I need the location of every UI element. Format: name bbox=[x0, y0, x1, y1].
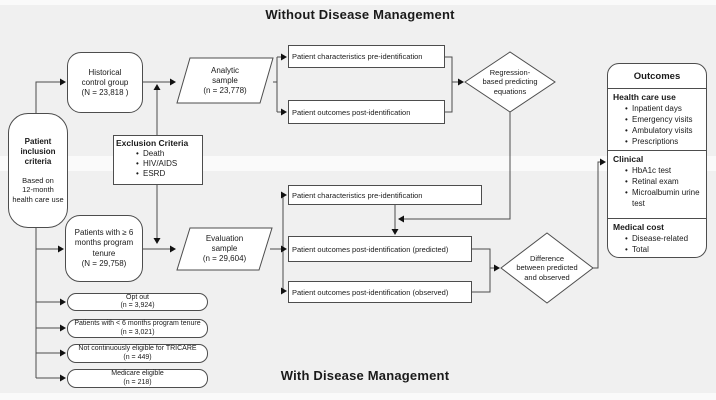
excluded-box-count: (n = 449) bbox=[123, 353, 152, 361]
patient-inclusion-criteria-node: Patient inclusion criteria Based on 12-m… bbox=[8, 113, 68, 228]
box-patient-outcomes-predicted: Patient outcomes post-identification (pr… bbox=[288, 236, 472, 262]
outcomes-section-medical-cost: Medical cost Disease-related Total bbox=[608, 219, 706, 257]
exclusion-criteria-list: Death HIV/AIDS ESRD bbox=[116, 149, 202, 179]
outcomes-title: Outcomes bbox=[608, 64, 706, 89]
exclusion-item: HIV/AIDS bbox=[116, 159, 202, 169]
box-patient-outcomes-post-top: Patient outcomes post-identification bbox=[288, 100, 445, 124]
excluded-box-medicare: Medicare eligible (n = 218) bbox=[67, 369, 208, 388]
arrowhead-to-outcomes bbox=[600, 158, 606, 166]
outcomes-section-heading: Clinical bbox=[613, 154, 644, 164]
outcomes-item: Prescriptions bbox=[613, 136, 704, 147]
box-patient-characteristics-pre-bottom: Patient characteristics pre-identificati… bbox=[288, 185, 482, 205]
arrowhead-to-predicted-top bbox=[391, 229, 399, 235]
arrowhead-to-optout bbox=[60, 298, 66, 306]
exclusion-item: Death bbox=[116, 149, 202, 159]
title-with-dm: With Disease Management bbox=[280, 368, 450, 383]
outcomes-section-heading: Medical cost bbox=[613, 222, 665, 232]
analytic-sample-parallelogram bbox=[176, 57, 274, 104]
connector-bottom-bracket-to-difference bbox=[472, 248, 494, 293]
excluded-box-lt6-months: Patients with < 6 months program tenure … bbox=[67, 319, 208, 338]
historical-control-group-node: Historical control group (N = 23,818 ) bbox=[67, 52, 143, 113]
regression-diamond bbox=[464, 51, 556, 113]
analytic-sample-label: Analytic sample (n = 23,778) bbox=[203, 65, 247, 95]
outcomes-item: Disease-related bbox=[613, 233, 704, 244]
arrowhead-regression-left bbox=[398, 215, 404, 223]
regression-diamond-label: Regression- based predicting equations bbox=[482, 67, 538, 96]
connector-top-bracket-to-regression bbox=[445, 56, 458, 113]
background-band-bottom bbox=[0, 393, 716, 400]
outcomes-item: Retinal exam bbox=[613, 176, 704, 187]
arrowhead-to-lt6mo bbox=[60, 324, 66, 332]
arrowhead-to-charpre-bottom bbox=[281, 191, 287, 199]
background-band-top bbox=[0, 0, 716, 5]
excluded-box-count: (n = 3,924) bbox=[120, 302, 155, 309]
exclusion-criteria-title: Exclusion Criteria bbox=[116, 138, 189, 148]
outcomes-item-list: HbA1c test Retinal exam Microalbumin uri… bbox=[613, 165, 704, 209]
excluded-box-count: (n = 218) bbox=[123, 378, 152, 386]
outcomes-item-list: Disease-related Total bbox=[613, 233, 704, 255]
exclusion-item: ESRD bbox=[116, 169, 202, 179]
connector-inclusion-to-historical bbox=[35, 81, 60, 113]
outcomes-section-clinical: Clinical HbA1c test Retinal exam Microal… bbox=[608, 151, 706, 219]
arrowhead-to-analytic bbox=[170, 78, 176, 86]
arrowhead-to-observed bbox=[281, 287, 287, 295]
excluded-box-label: Opt out bbox=[126, 293, 149, 301]
box-patient-characteristics-pre-top: Patient characteristics pre-identificati… bbox=[288, 45, 445, 68]
arrowhead-to-historical bbox=[60, 78, 66, 86]
outcomes-section-heading: Health care use bbox=[613, 92, 676, 102]
difference-diamond bbox=[500, 232, 594, 304]
arrowhead-to-tenure bbox=[58, 245, 64, 253]
flow-shapes bbox=[176, 51, 594, 304]
patient-inclusion-title: Patient inclusion criteria bbox=[20, 136, 56, 166]
arrowhead-exclusion-down bbox=[153, 238, 161, 244]
excluded-box-count: (n = 3,021) bbox=[120, 328, 155, 336]
arrowhead-exclusion-up bbox=[153, 84, 161, 90]
excluded-box-label: Patients with < 6 months program tenure bbox=[74, 320, 201, 327]
connector-analytic-branch bbox=[273, 56, 281, 113]
excluded-box-label: Medicare eligible bbox=[111, 370, 164, 377]
outcomes-panel: Outcomes Health care use Inpatient days … bbox=[607, 63, 707, 258]
arrowhead-to-outpost-top bbox=[281, 108, 287, 116]
arrowhead-to-tricare bbox=[60, 349, 66, 357]
connector-left-trunk bbox=[35, 228, 60, 379]
evaluation-sample-label: Evaluation sample (n = 29,604) bbox=[202, 234, 247, 263]
box-patient-outcomes-observed: Patient outcomes post-identification (ob… bbox=[288, 281, 472, 303]
outcomes-item: HbA1c test bbox=[613, 165, 704, 176]
difference-diamond-label: Difference between predicted and observe… bbox=[516, 253, 578, 282]
excluded-box-tricare: Not continuously eligible for TRICARE (n… bbox=[67, 344, 208, 363]
excluded-box-opt-out: Opt out (n = 3,924) bbox=[67, 293, 208, 311]
outcomes-item: Emergency visits bbox=[613, 114, 704, 125]
connector-lines bbox=[35, 56, 600, 379]
patients-tenure-node: Patients with ≥ 6 months program tenure … bbox=[65, 215, 143, 282]
outcomes-item: Total bbox=[613, 244, 704, 255]
outcomes-section-health-care-use: Health care use Inpatient days Emergency… bbox=[608, 89, 706, 151]
outcomes-item-list: Inpatient days Emergency visits Ambulato… bbox=[613, 103, 704, 147]
outcomes-item: Inpatient days bbox=[613, 103, 704, 114]
arrowhead-to-difference bbox=[494, 264, 500, 272]
arrowhead-to-evaluation bbox=[170, 245, 176, 253]
patient-inclusion-subtitle: Based on 12-month health care use bbox=[12, 175, 64, 204]
arrowheads bbox=[58, 53, 606, 382]
arrowhead-to-medicare bbox=[60, 374, 66, 382]
evaluation-sample-parallelogram bbox=[176, 227, 273, 271]
arrowhead-to-regression bbox=[458, 78, 464, 86]
title-without-dm: Without Disease Management bbox=[265, 7, 455, 22]
connector-regression-down bbox=[404, 112, 511, 220]
arrowhead-to-predicted bbox=[281, 245, 287, 253]
excluded-box-label: Not continuously eligible for TRICARE bbox=[78, 345, 197, 352]
outcomes-item: Ambulatory visits bbox=[613, 125, 704, 136]
connector-difference-to-outcomes bbox=[593, 161, 600, 269]
arrowhead-to-charpre-top bbox=[281, 53, 287, 61]
exclusion-criteria-node: Exclusion Criteria Death HIV/AIDS ESRD bbox=[113, 135, 203, 185]
outcomes-item: Microalbumin urine test bbox=[613, 187, 704, 209]
